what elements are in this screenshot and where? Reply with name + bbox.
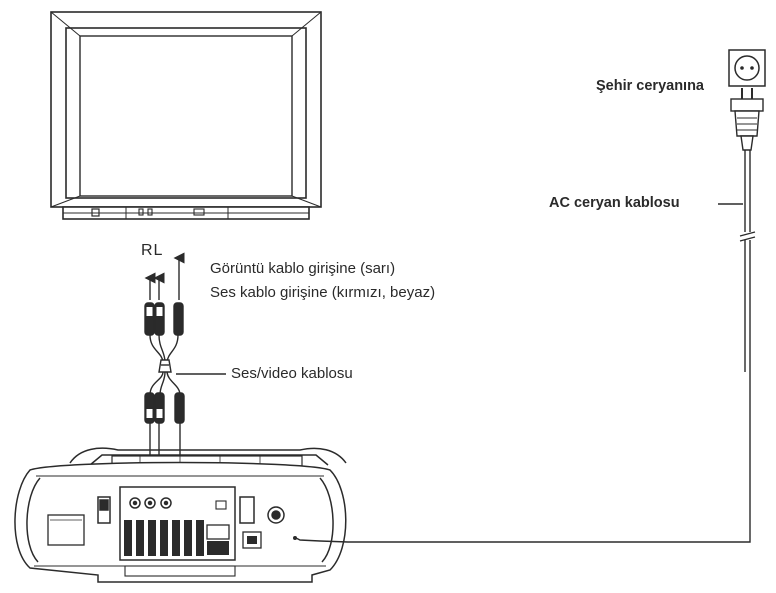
power-cable bbox=[295, 150, 756, 543]
wall-socket-icon bbox=[728, 49, 766, 87]
tv-icon bbox=[50, 11, 322, 220]
audio-input-label: Ses kablo girişine (kırmızı, beyaz) bbox=[210, 284, 436, 301]
mains-label: Şehir ceryanına bbox=[596, 78, 704, 94]
boombox-icon bbox=[14, 447, 347, 583]
video-input-label: Görüntü kablo girişine (sarı) bbox=[210, 260, 396, 277]
rl-channel-label: RL bbox=[141, 242, 164, 259]
plug-icon bbox=[730, 88, 764, 151]
av-cable bbox=[144, 252, 226, 495]
av-cable-label: Ses/video kablosu bbox=[231, 365, 353, 382]
ac-cable-label: AC ceryan kablosu bbox=[549, 195, 680, 211]
